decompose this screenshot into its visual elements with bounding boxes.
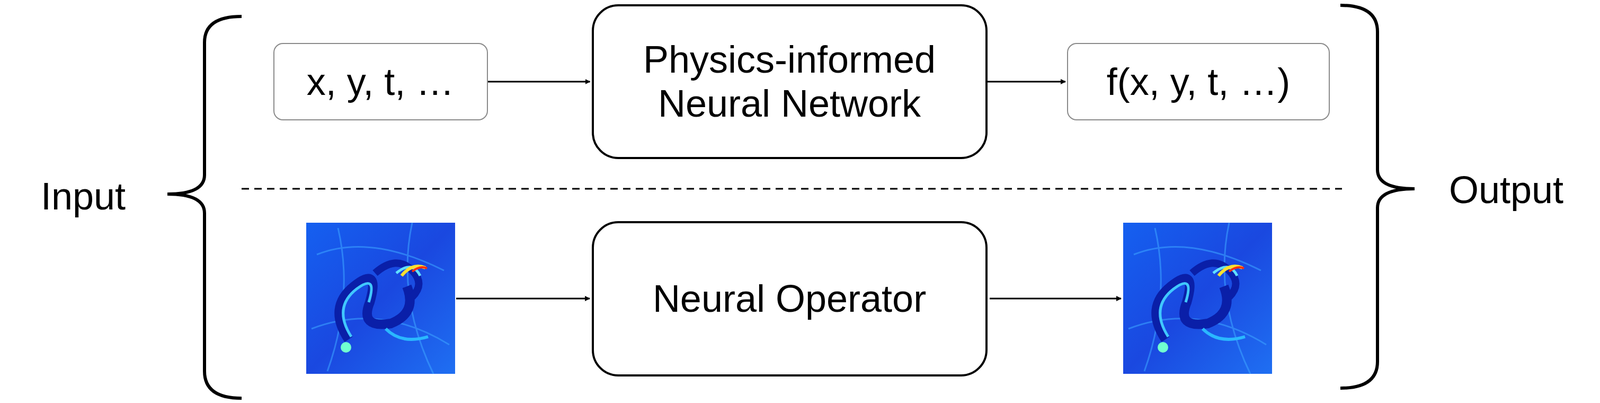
output-field-image	[1123, 222, 1273, 374]
pinn-box: Physics-informed Neural Network	[591, 4, 988, 159]
input-brace	[167, 16, 242, 398]
divider-line	[241, 188, 1342, 190]
node-text: f(x, y, t, …)	[1106, 59, 1291, 104]
output-label: Output	[1449, 170, 1564, 209]
flow-arrow	[487, 81, 591, 83]
node-text: Physics-informed Neural Network	[612, 37, 967, 126]
output-brace	[1340, 5, 1415, 388]
node-text: x, y, t, …	[306, 59, 455, 104]
input-field-image	[306, 222, 456, 374]
input-label: Input	[40, 176, 126, 216]
image-arrow	[989, 297, 1122, 300]
output-function-box: f(x, y, t, …)	[1067, 42, 1330, 121]
flow-arrow	[987, 81, 1066, 83]
input-variables-box: x, y, t, …	[273, 42, 488, 121]
neural-operator-box: Neural Operator	[591, 220, 988, 377]
image-arrow	[456, 297, 590, 300]
node-text: Neural Operator	[652, 276, 927, 321]
